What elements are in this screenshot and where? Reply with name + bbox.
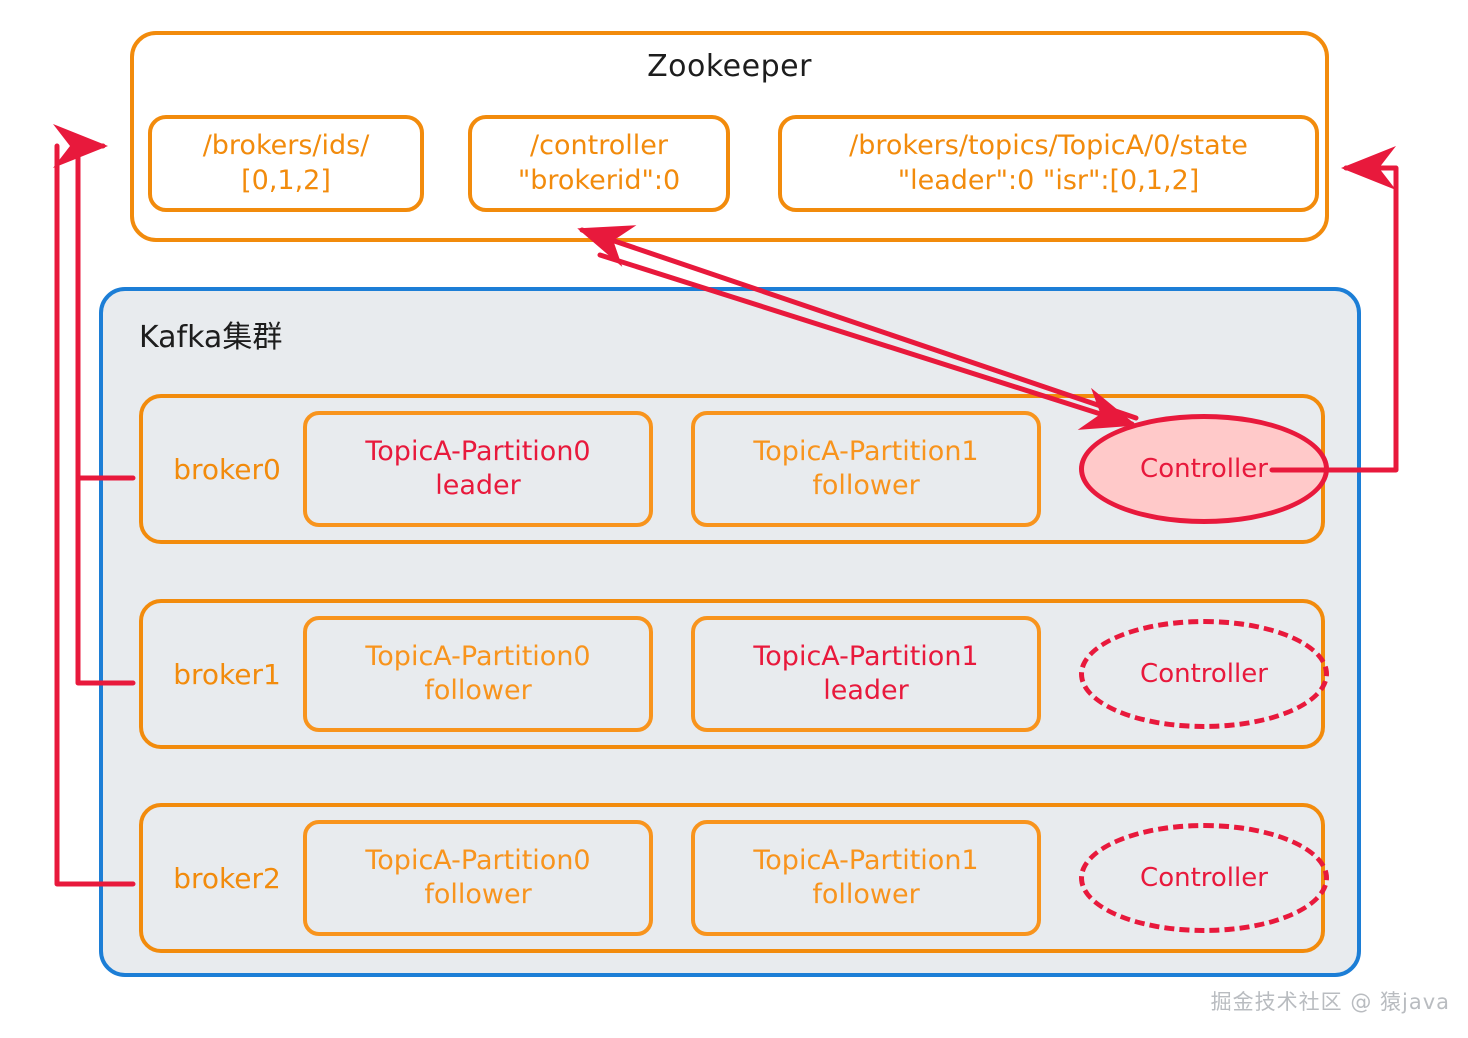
znode-controller: /controller "brokerid":0 <box>468 115 730 212</box>
controller-badge-inactive: Controller <box>1079 619 1329 729</box>
controller-label: Controller <box>1140 659 1268 689</box>
partition-box: TopicA-Partition0 leader <box>303 411 653 527</box>
znode-brokers-ids-path: /brokers/ids/ <box>202 129 370 161</box>
broker-label: broker2 <box>173 861 281 895</box>
watermark: 掘金技术社区 @ 猿java <box>1210 990 1450 1014</box>
controller-badge-inactive: Controller <box>1079 823 1329 933</box>
partition-box: TopicA-Partition0 follower <box>303 616 653 732</box>
partition-role: follower <box>424 879 532 910</box>
kafka-cluster-container: Kafka集群 broker0 TopicA-Partition0 leader… <box>99 287 1361 977</box>
broker-row: broker1 TopicA-Partition0 follower Topic… <box>139 599 1329 749</box>
partition-name: TopicA-Partition0 <box>365 640 591 672</box>
kafka-cluster-title: Kafka集群 <box>139 320 283 355</box>
broker-label: broker0 <box>173 452 281 486</box>
partition-box: TopicA-Partition1 follower <box>691 411 1041 527</box>
partition-name: TopicA-Partition0 <box>365 844 591 876</box>
znode-topic-state-value: "leader":0 "isr":[0,1,2] <box>897 164 1200 196</box>
controller-label: Controller <box>1140 863 1268 893</box>
partition-role: follower <box>812 470 920 501</box>
controller-label: Controller <box>1140 454 1268 484</box>
partition-name: TopicA-Partition1 <box>753 435 979 467</box>
partition-role: follower <box>812 879 920 910</box>
partition-box: TopicA-Partition1 follower <box>691 820 1041 936</box>
partition-role: leader <box>435 470 521 501</box>
partition-name: TopicA-Partition1 <box>753 844 979 876</box>
broker-row: broker2 TopicA-Partition0 follower Topic… <box>139 803 1329 953</box>
znode-topic-state-path: /brokers/topics/TopicA/0/state <box>849 129 1248 161</box>
partition-box: TopicA-Partition0 follower <box>303 820 653 936</box>
znode-controller-path: /controller <box>530 129 668 161</box>
controller-badge-active: Controller <box>1079 414 1329 524</box>
partition-role: follower <box>424 675 532 706</box>
znode-topic-state: /brokers/topics/TopicA/0/state "leader":… <box>778 115 1319 212</box>
zookeeper-container: Zookeeper /brokers/ids/ [0,1,2] /control… <box>130 31 1329 242</box>
broker-row: broker0 TopicA-Partition0 leader TopicA-… <box>139 394 1329 544</box>
znode-brokers-ids-value: [0,1,2] <box>241 164 331 196</box>
partition-name: TopicA-Partition0 <box>365 435 591 467</box>
partition-name: TopicA-Partition1 <box>753 640 979 672</box>
partition-role: leader <box>823 675 909 706</box>
partition-box: TopicA-Partition1 leader <box>691 616 1041 732</box>
znode-brokers-ids: /brokers/ids/ [0,1,2] <box>148 115 424 212</box>
znode-controller-value: "brokerid":0 <box>517 164 681 196</box>
zookeeper-title: Zookeeper <box>647 49 812 84</box>
broker-label: broker1 <box>173 657 281 691</box>
